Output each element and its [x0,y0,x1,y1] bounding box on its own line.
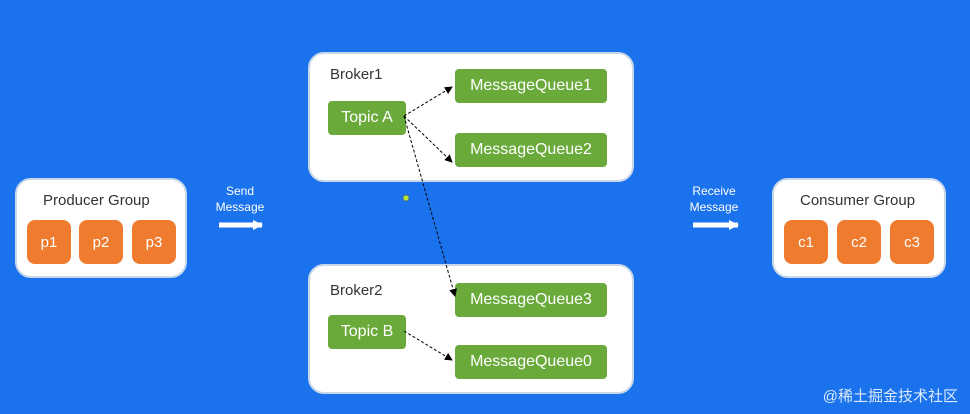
producer-p3: p3 [132,220,176,264]
topic-b-to-mq0-arrow [403,330,453,361]
send-label-line2: Message [215,200,265,214]
consumer-c1: c1 [784,220,828,264]
message-queue-2: MessageQueue2 [455,133,607,167]
small-dot [402,194,410,202]
send-label-line1: Send [225,184,255,198]
broker1-box: Broker1 Topic A MessageQueue1 MessageQue… [308,52,634,182]
watermark: @稀土掘金技术社区 [822,388,958,405]
message-queue-1: MessageQueue1 [455,69,607,103]
broker1-title: Broker1 [330,66,383,83]
consumer-c2: c2 [837,220,881,264]
consumer-group-title: Consumer Group [800,192,916,209]
topic-b: Topic B [328,315,406,349]
send-message-label: Send Message [210,183,270,215]
topic-a: Topic A [328,101,406,135]
message-queue-3: MessageQueue3 [455,283,607,317]
receive-label-line2: Message [689,200,739,214]
producer-p1: p1 [27,220,71,264]
receive-message-label: Receive Message [684,183,744,215]
receive-label-line1: Receive [692,184,736,198]
producer-group-box: Producer Group p1 p2 p3 [15,178,187,278]
consumer-c3: c3 [890,220,934,264]
producer-p2: p2 [79,220,123,264]
topic-a-to-mq3-arrow [403,115,457,297]
topic-a-to-mq1-arrow [403,86,453,117]
broker2-title: Broker2 [330,282,383,299]
consumer-group-box: Consumer Group c1 c2 c3 [772,178,946,278]
broker2-box: Broker2 Topic B MessageQueue3 MessageQue… [308,264,634,394]
topic-a-to-mq2-arrow [403,115,453,163]
message-queue-0: MessageQueue0 [455,345,607,379]
producer-group-title: Producer Group [43,192,150,209]
